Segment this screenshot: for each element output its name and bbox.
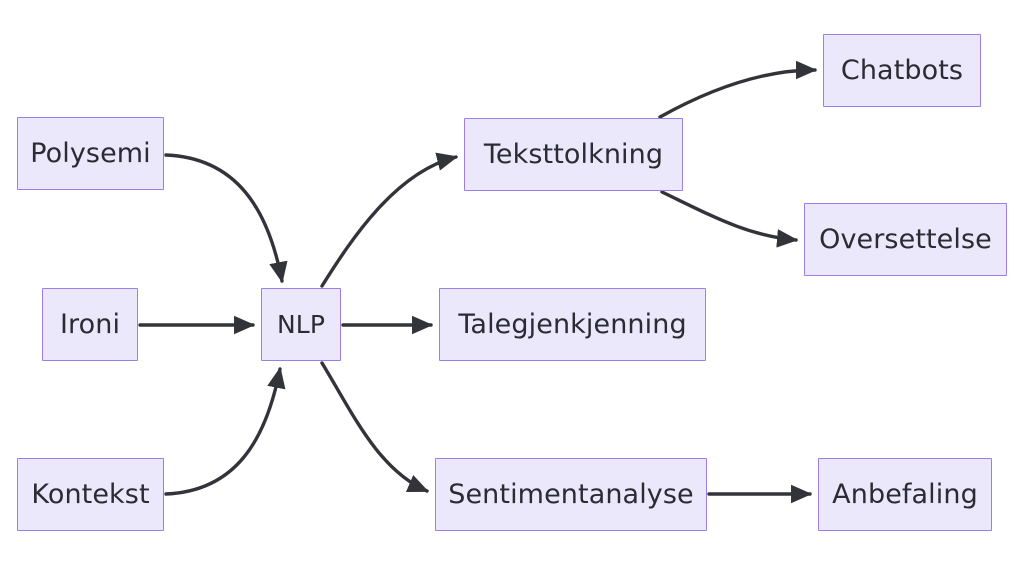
node-label: Chatbots	[840, 55, 964, 86]
edge-nlp-sentimentanalyse	[320, 361, 429, 493]
edge-teksttolkning-oversettelse	[660, 190, 799, 248]
edge-teksttolkning-chatbots	[658, 60, 818, 119]
node-label: Teksttolkning	[483, 139, 664, 170]
node-sentimentanalyse[interactable]: Sentimentanalyse	[435, 458, 707, 531]
node-anbefaling[interactable]: Anbefaling	[818, 458, 992, 531]
node-label: NLP	[276, 310, 325, 339]
node-label: Anbefaling	[832, 479, 978, 510]
edge-kontekst-nlp	[164, 366, 286, 496]
node-chatbots[interactable]: Chatbots	[823, 34, 981, 107]
node-label: Kontekst	[31, 479, 150, 510]
node-label: Talegjenkjenning	[458, 309, 687, 340]
node-oversettelse[interactable]: Oversettelse	[804, 203, 1007, 276]
node-talegjenkjenning[interactable]: Talegjenkjenning	[439, 288, 706, 361]
node-label: Oversettelse	[819, 224, 992, 255]
node-label: Ironi	[59, 309, 121, 340]
node-label: Polysemi	[30, 138, 151, 169]
edge-nlp-teksttolkning	[320, 152, 459, 288]
edge-polysemi-nlp	[164, 153, 288, 284]
node-label: Sentimentanalyse	[448, 479, 694, 510]
node-teksttolkning[interactable]: Teksttolkning	[464, 118, 683, 191]
node-ironi[interactable]: Ironi	[42, 288, 138, 361]
node-polysemi[interactable]: Polysemi	[17, 117, 164, 190]
node-nlp[interactable]: NLP	[261, 288, 341, 361]
node-kontekst[interactable]: Kontekst	[17, 458, 164, 531]
